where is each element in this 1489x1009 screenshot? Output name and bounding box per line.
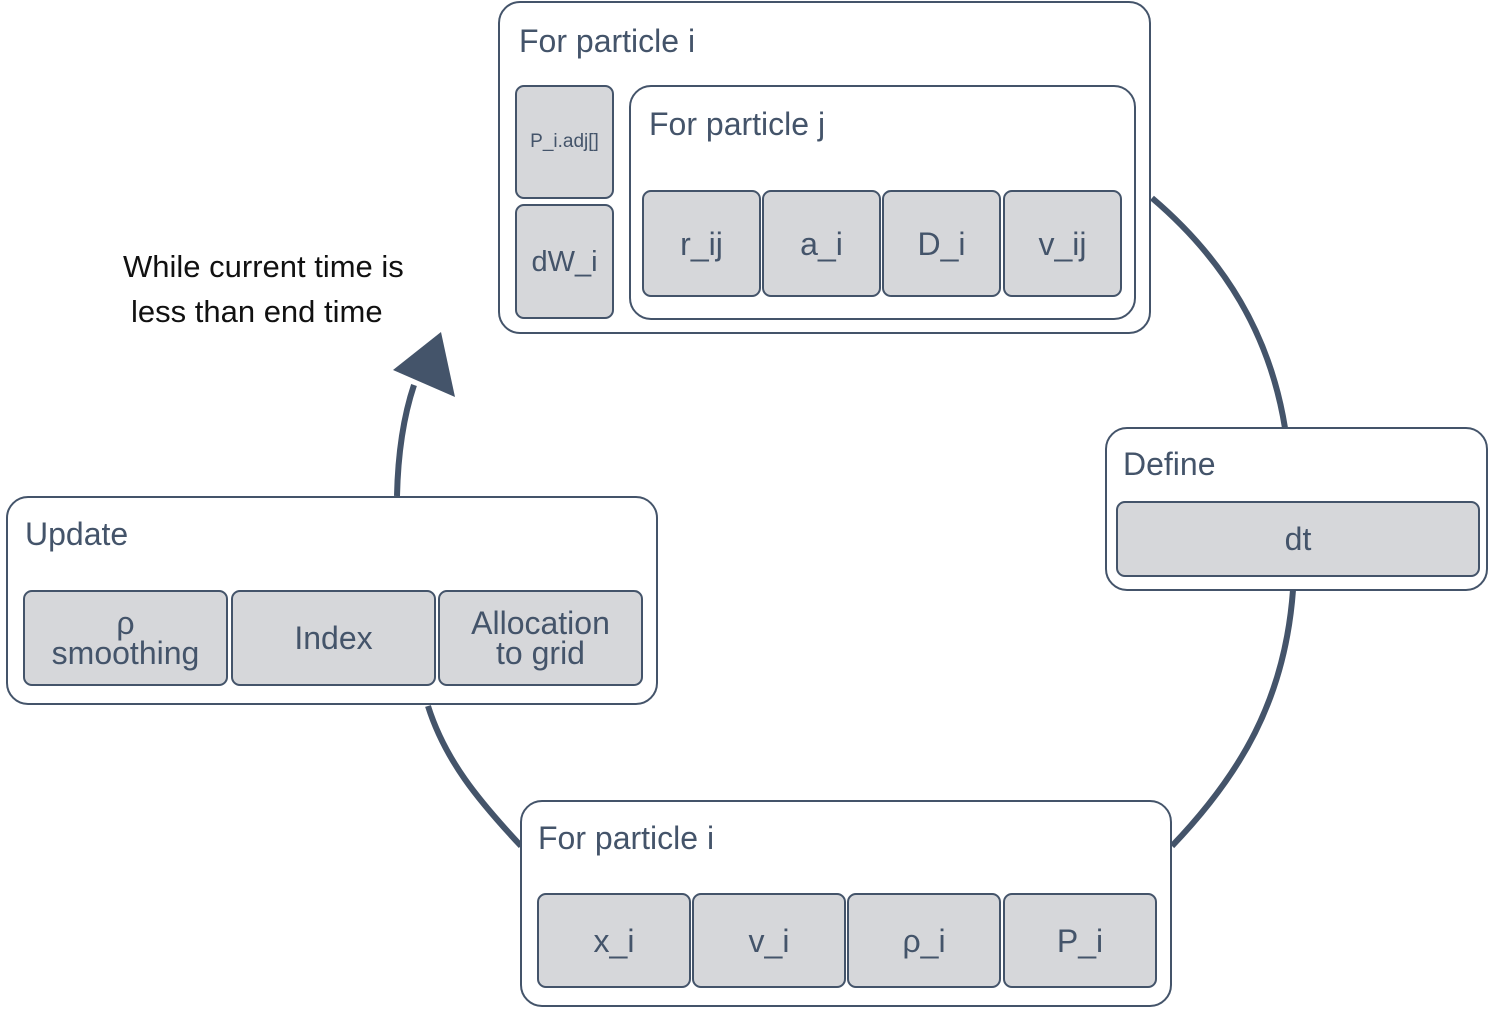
block-title: For particle i [519,23,696,59]
block-for-particle-i-top: For particle i P_i.adj[] dW_i For partic… [498,1,1151,334]
block-title: Update [25,516,129,552]
cell-index: Index [231,590,436,686]
block-for-particle-j: For particle j r_ij a_i D_i v_ij [629,85,1136,320]
cell-line: to grid [496,635,585,671]
cell-line: ρ [116,605,135,641]
cell-allocation-to-grid: Allocation to grid [438,590,643,686]
cell-d-i: D_i [882,190,1001,297]
block-define: Define dt [1105,427,1488,591]
block-title: For particle i [538,820,715,856]
connector-define-to-bottom [1169,589,1296,849]
cell-line: smoothing [51,635,200,671]
cell-v-i: v_i [692,893,846,988]
cell-line: Allocation [471,605,610,641]
cell-a-i: a_i [762,190,881,297]
block-title: Define [1123,446,1216,482]
loop-condition-line2: less than end time [131,294,383,329]
connector-top-to-define [1150,195,1288,429]
cell-rho-i: ρ_i [847,893,1001,988]
cell-r-ij: r_ij [642,190,761,297]
block-for-particle-i-bottom: For particle i x_i v_i ρ_i P_i [520,800,1172,1007]
cell-rho-smoothing: ρ smoothing [23,590,228,686]
connector-update-to-top [394,384,417,497]
cell-x-i: x_i [537,893,691,988]
block-update: Update ρ smoothing Index Allocation to g… [6,496,658,705]
cell-dw-i: dW_i [515,204,614,319]
cell-p-i-adj: P_i.adj[] [515,85,614,199]
cell-dt: dt [1116,501,1480,577]
cell-p-i: P_i [1003,893,1157,988]
cycle-arrowhead [393,332,455,397]
cell-v-ij: v_ij [1003,190,1122,297]
block-title: For particle j [649,106,826,142]
loop-condition-line1: While current time is [123,249,404,284]
connector-bottom-to-update [425,705,524,849]
